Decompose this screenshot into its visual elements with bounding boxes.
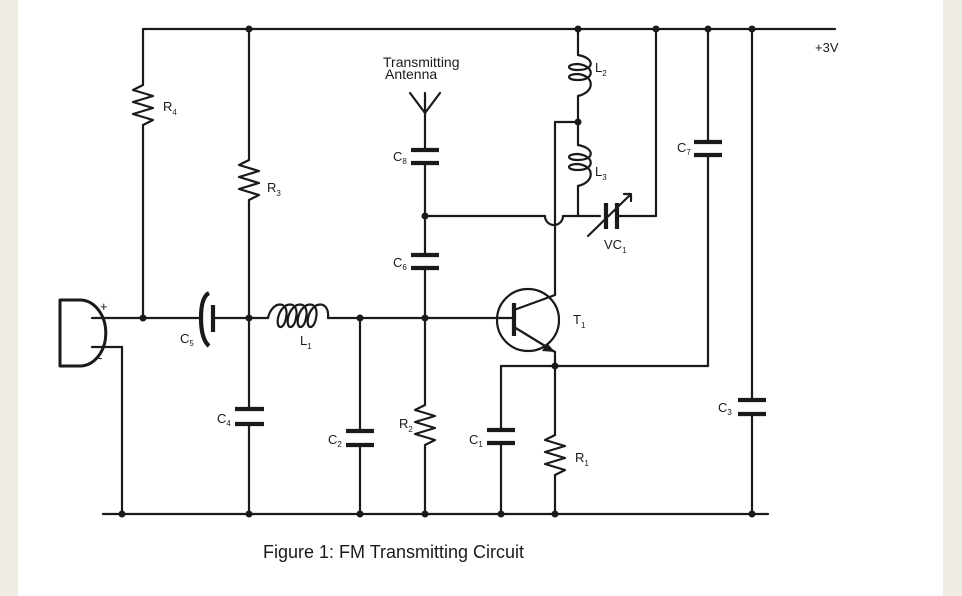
label-l3: L3 <box>595 164 607 182</box>
capacitor-c5 <box>198 291 216 348</box>
label-l2: L2 <box>595 60 607 78</box>
inductor-l2 <box>567 27 592 124</box>
label-c7: C7 <box>677 140 691 157</box>
label-c2: C2 <box>328 432 342 449</box>
microphone-symbol <box>58 298 145 516</box>
antenna-symbol <box>408 91 442 152</box>
label-c8: C8 <box>393 149 407 166</box>
label-c4: C4 <box>217 411 231 428</box>
label-t1: T1 <box>573 312 586 330</box>
label-c5: C5 <box>180 331 194 348</box>
capacitor-c1 <box>487 364 515 516</box>
resistor-r2 <box>413 316 437 516</box>
resistor-r1 <box>543 364 567 516</box>
label-c3: C3 <box>718 400 732 417</box>
mic-minus-label: - <box>98 350 102 365</box>
capacitor-c8 <box>411 147 439 257</box>
capacitor-c4 <box>235 316 264 516</box>
inductor-l3 <box>567 120 592 218</box>
junction-dots <box>118 25 756 518</box>
label-c6: C6 <box>393 255 407 272</box>
inductor-l1 <box>266 303 362 329</box>
label-r3: R3 <box>267 180 281 198</box>
fm-transmitter-schematic: +3V + - R4 C5 R3 C4 L1 <box>58 25 839 562</box>
label-r4: R4 <box>163 99 177 117</box>
label-vc1: VC1 <box>604 237 627 255</box>
supply-label: +3V <box>815 40 839 55</box>
resistor-r4 <box>131 27 155 320</box>
capacitor-c3 <box>738 27 766 516</box>
label-r1: R1 <box>575 450 589 468</box>
capacitor-c2 <box>346 316 374 516</box>
antenna-label: Transmitting Antenna <box>383 54 463 82</box>
resistor-r3 <box>237 27 261 320</box>
label-r2: R2 <box>399 416 413 434</box>
capacitor-c6 <box>411 252 439 320</box>
tank-wire <box>423 214 602 227</box>
label-c1: C1 <box>469 432 483 449</box>
variable-capacitor-vc1 <box>586 27 658 238</box>
figure-panel: +3V + - R4 C5 R3 C4 L1 <box>18 0 943 596</box>
capacitor-c7 <box>694 27 722 368</box>
transistor-t1 <box>495 287 561 354</box>
mic-plus-label: + <box>100 299 108 314</box>
label-l1: L1 <box>300 333 312 351</box>
figure-caption: Figure 1: FM Transmitting Circuit <box>263 542 524 562</box>
